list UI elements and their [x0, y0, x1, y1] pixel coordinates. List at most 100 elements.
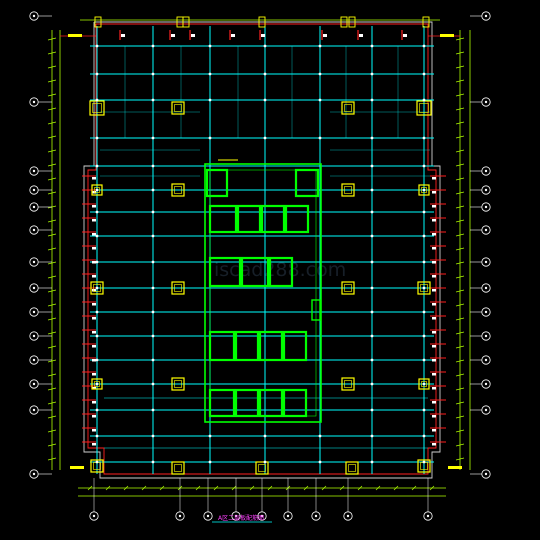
axis-bubble-left-core	[32, 14, 36, 18]
grid-node	[422, 286, 426, 290]
column-inner	[174, 464, 182, 472]
dimension-tick	[339, 485, 345, 491]
grid-node	[151, 234, 155, 238]
grid-node	[95, 358, 99, 362]
grid-node	[370, 210, 374, 214]
grid-node	[370, 408, 374, 412]
rebar-label	[92, 247, 96, 250]
dimension-tick	[455, 219, 465, 223]
column-block	[94, 16, 102, 28]
grid-node	[208, 98, 212, 102]
rebar-label	[92, 443, 96, 446]
column-inner	[344, 186, 352, 194]
rebar-label	[92, 401, 96, 404]
dimension-tick	[47, 93, 57, 97]
axis-bubble-left-core	[32, 260, 36, 264]
dimension-tick	[47, 429, 57, 433]
rebar-label	[432, 205, 436, 208]
grid-node	[151, 382, 155, 386]
axis-bubble-right-core	[484, 205, 488, 209]
axis-bubble-left-core	[32, 382, 36, 386]
dimension-tick	[47, 107, 57, 111]
core-wall-segment	[234, 330, 260, 362]
rebar-label	[231, 34, 235, 37]
rebar-label	[92, 429, 96, 432]
column-inner	[421, 187, 427, 193]
column-block	[258, 16, 266, 28]
grid-node	[422, 44, 426, 48]
grid-node	[422, 164, 426, 168]
grid-node	[422, 188, 426, 192]
dimension-tick	[455, 429, 465, 433]
dimension-tick	[455, 233, 465, 237]
rebar-label	[92, 205, 96, 208]
axis-bubble-right-core	[484, 100, 488, 104]
column-inner	[258, 464, 266, 472]
core-wall-segment	[234, 388, 260, 418]
column-inner	[420, 284, 428, 292]
axis-bubble-right-core	[484, 382, 488, 386]
grid-node	[422, 234, 426, 238]
grid-node	[208, 434, 212, 438]
grid-node	[422, 98, 426, 102]
grid-node	[95, 310, 99, 314]
dimension-tick	[455, 401, 465, 405]
axis-bubble-left-core	[32, 310, 36, 314]
dimension-tick	[47, 345, 57, 349]
dimension-tick	[455, 121, 465, 125]
axis-bubble-bottom-core	[92, 514, 96, 518]
grid-node	[95, 408, 99, 412]
column-block	[340, 16, 348, 28]
dimension-tick	[455, 163, 465, 167]
grid-node	[370, 460, 374, 464]
dimension-tick	[455, 317, 465, 321]
core-wall-segment	[240, 256, 270, 288]
rebar-label	[432, 191, 436, 194]
core-wall-segment	[236, 204, 262, 234]
column-block	[90, 459, 104, 473]
dimension-tick	[141, 485, 147, 491]
rebar-label	[92, 177, 96, 180]
column-block	[91, 378, 103, 390]
axis-bubble-left-core	[32, 188, 36, 192]
dimension-tick	[47, 65, 57, 69]
rebar-label	[432, 345, 436, 348]
grid-node	[151, 460, 155, 464]
grid-node	[370, 260, 374, 264]
grid-node	[422, 72, 426, 76]
grid-node	[318, 434, 322, 438]
dimension-tick	[455, 51, 465, 55]
dimension-tick	[455, 107, 465, 111]
dimension-tick	[455, 65, 465, 69]
dimension-tick	[47, 359, 57, 363]
grid-node	[95, 382, 99, 386]
rebar-boundary	[87, 23, 437, 475]
grid-node	[95, 460, 99, 464]
column-inner	[344, 380, 352, 388]
core-wall-segment	[208, 330, 236, 362]
dimension-tick	[47, 191, 57, 195]
axis-bubble-left-core	[32, 358, 36, 362]
dimension-tick	[47, 443, 57, 447]
grid-node	[95, 136, 99, 140]
grid-node	[370, 334, 374, 338]
dimension-tick	[455, 345, 465, 349]
core-wall-segment	[208, 388, 236, 418]
dimension-tick	[455, 275, 465, 279]
rebar-label	[432, 401, 436, 404]
dimension-tick	[455, 149, 465, 153]
column-block	[171, 101, 185, 115]
grid-node	[95, 98, 99, 102]
dimension-tick	[455, 79, 465, 83]
grid-node	[263, 434, 267, 438]
dimension-tick	[249, 485, 255, 491]
rebar-label	[261, 34, 265, 37]
core-wall-segment	[258, 388, 284, 418]
grid-node	[370, 188, 374, 192]
dimension-tick	[47, 219, 57, 223]
grid-node	[151, 334, 155, 338]
dimension-tick	[87, 485, 93, 491]
axis-bubble-right-core	[484, 14, 488, 18]
grid-node	[422, 408, 426, 412]
column-block	[417, 281, 431, 295]
